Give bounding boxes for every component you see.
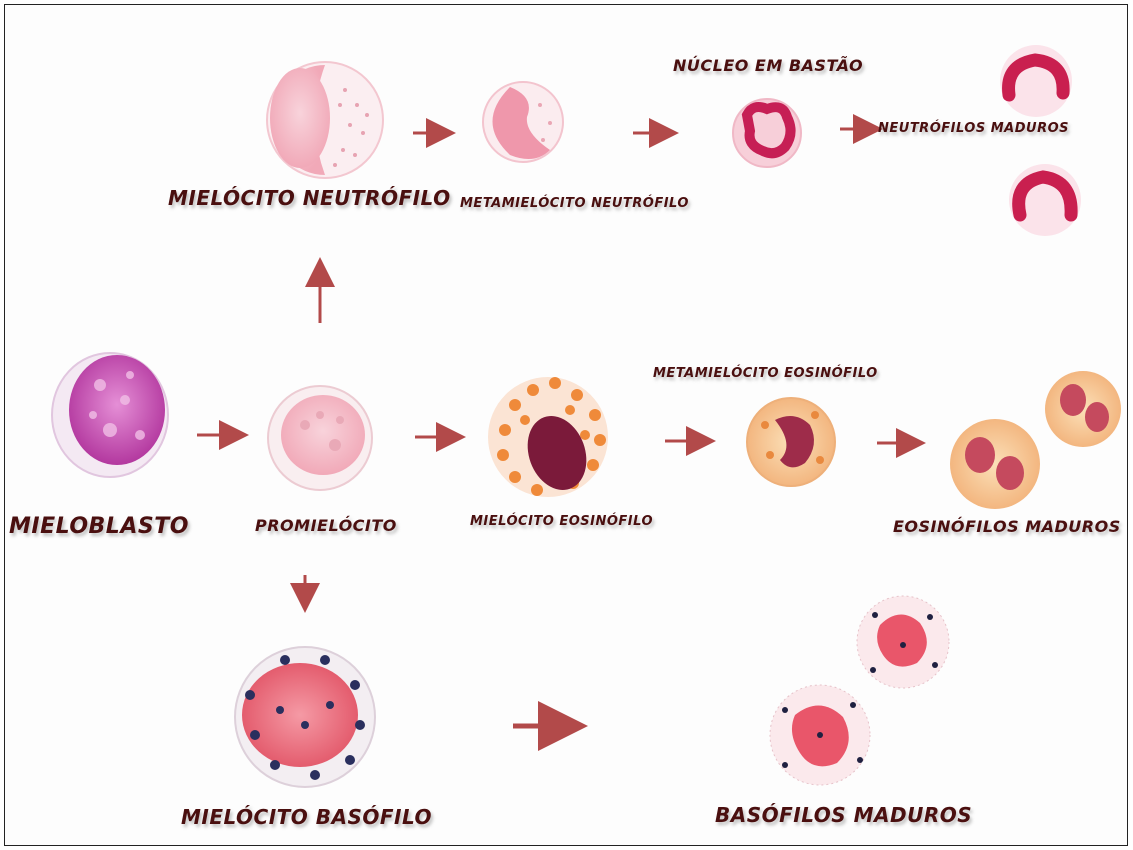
metamielocito-eosinofilo-cell <box>747 398 835 486</box>
basofilo-maduro-cell-1 <box>857 596 949 688</box>
basofilo-maduro-cell-2 <box>770 685 870 785</box>
label-promielocito: PROMIELÓCITO <box>255 516 397 535</box>
promielocito-cell <box>268 386 372 490</box>
eosinofilo-maduro-cell-2 <box>950 419 1040 509</box>
mielocito-neutrofilo-cell <box>267 62 383 178</box>
label-metamielocito-neutrofilo: METAMIELÓCITO NEUTRÓFILO <box>460 196 689 211</box>
label-nucleo-em-bastao: NÚCLEO EM BASTÃO <box>673 56 863 75</box>
label-mieloblasto: MIELOBLASTO <box>9 514 189 539</box>
nucleo-em-bastao-cell <box>733 99 801 167</box>
neutrofilo-maduro-cell-2 <box>1009 164 1081 236</box>
label-neutrofilos-maduros: NEUTRÓFILOS MADUROS <box>878 121 1069 136</box>
label-eosinofilos-maduros: EOSINÓFILOS MADUROS <box>893 517 1121 536</box>
label-mielocito-basofilo: MIELÓCITO BASÓFILO <box>181 805 432 829</box>
neutrofilo-maduro-cell-1 <box>1000 45 1072 117</box>
metamielocito-neutrofilo-cell <box>483 82 563 162</box>
eosinofilo-maduro-cell-1 <box>1045 371 1121 447</box>
mielocito-eosinofilo-cell <box>488 377 608 498</box>
mieloblasto-cell <box>52 353 168 477</box>
label-basofilos-maduros: BASÓFILOS MADUROS <box>715 803 972 827</box>
label-mielocito-neutrofilo: MIELÓCITO NEUTRÓFILO <box>168 186 451 210</box>
mielocito-basofilo-cell <box>235 647 375 787</box>
label-mielocito-eosinofilo: MIELÓCITO EOSINÓFILO <box>470 514 653 529</box>
diagram-frame: MIELÓCITO NEUTRÓFILO METAMIELÓCITO NEUTR… <box>4 4 1128 846</box>
label-metamielocito-eosinofilo: METAMIELÓCITO EOSINÓFILO <box>653 366 878 381</box>
